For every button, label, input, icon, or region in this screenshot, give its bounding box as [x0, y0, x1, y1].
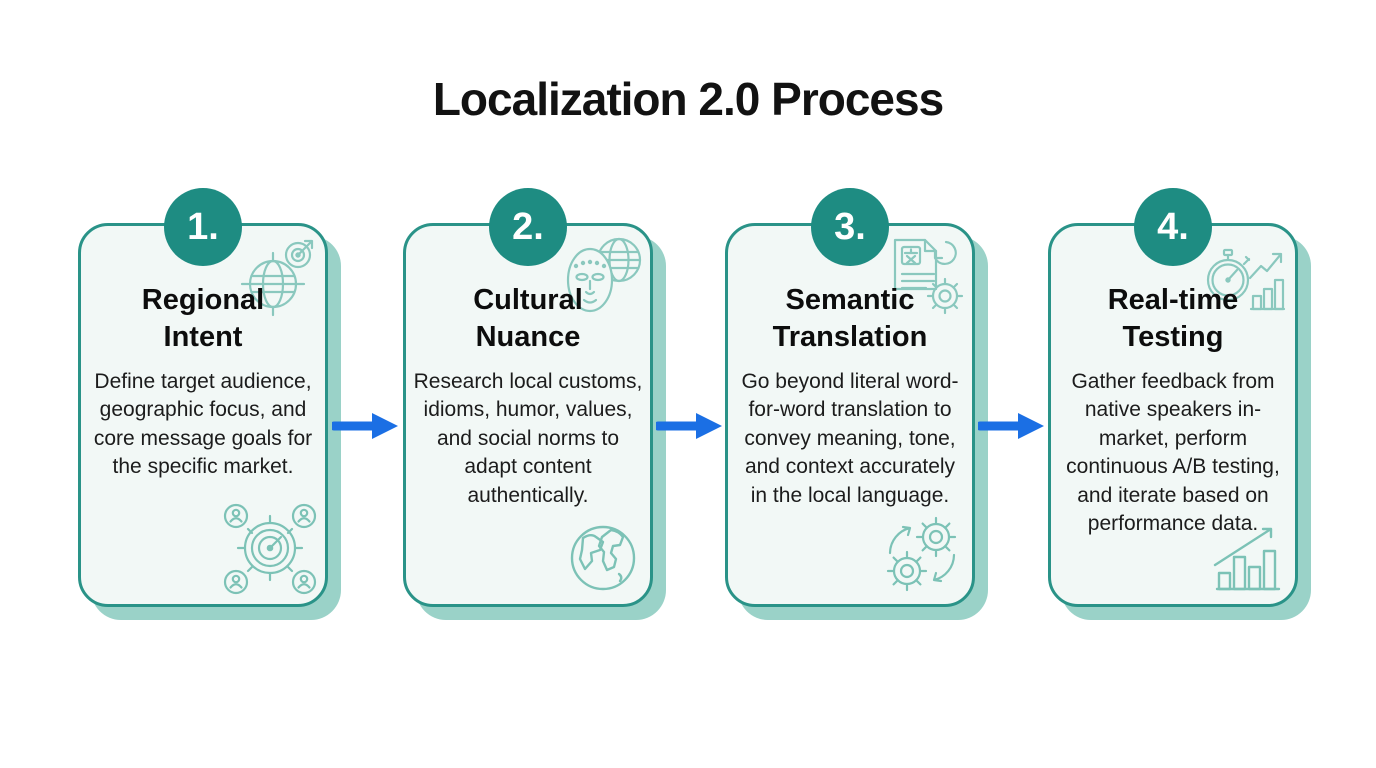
step-title: Cultural Nuance: [473, 284, 583, 353]
step-number-badge: 1.: [164, 188, 242, 266]
audience-target-icon: [223, 503, 317, 595]
step-number-badge: 2.: [489, 188, 567, 266]
step-card-regional-intent: 1. Regional Intent Define ta: [78, 188, 328, 607]
step-card-cultural-nuance: 2. Cultural Nuance Research local custom…: [403, 188, 653, 607]
step-title: Real-time Testing: [1107, 284, 1239, 353]
earth-globe-icon: [570, 525, 636, 591]
step-title: Semantic Translation: [772, 284, 928, 353]
page-title: Localization 2.0 Process: [432, 73, 944, 125]
flow-arrow-icon: [978, 413, 1044, 439]
step-card-semantic-translation: 3. Semantic Translation Go beyond litera…: [725, 188, 975, 607]
step-number: 1.: [187, 205, 219, 248]
step-number: 3.: [834, 205, 866, 248]
gears-sync-icon: [886, 516, 957, 592]
step-description: Research local customs, idioms, humor, v…: [413, 369, 643, 507]
step-description: Define target audience, geographic focus…: [93, 369, 313, 479]
step-number-badge: 3.: [811, 188, 889, 266]
step-card-real-time-testing: 4. Real-time Testing Gather feedback fro…: [1048, 188, 1298, 607]
growth-chart-icon: [1213, 527, 1281, 591]
globe-target-icon: [240, 239, 314, 317]
step-number: 4.: [1157, 205, 1189, 248]
stopwatch-chart-icon: [1206, 248, 1286, 311]
step-description: Gather feedback from native speakers in-…: [1066, 369, 1280, 536]
flow-arrow-icon: [332, 413, 398, 439]
flow-arrow-icon: [656, 413, 722, 439]
translate-document-icon: [893, 238, 964, 315]
step-number: 2.: [512, 205, 544, 248]
step-number-badge: 4.: [1134, 188, 1212, 266]
mask-globe-icon: [566, 237, 642, 313]
step-title: Regional Intent: [141, 284, 265, 353]
step-description: Go beyond literal word-for-word translat…: [741, 369, 959, 507]
